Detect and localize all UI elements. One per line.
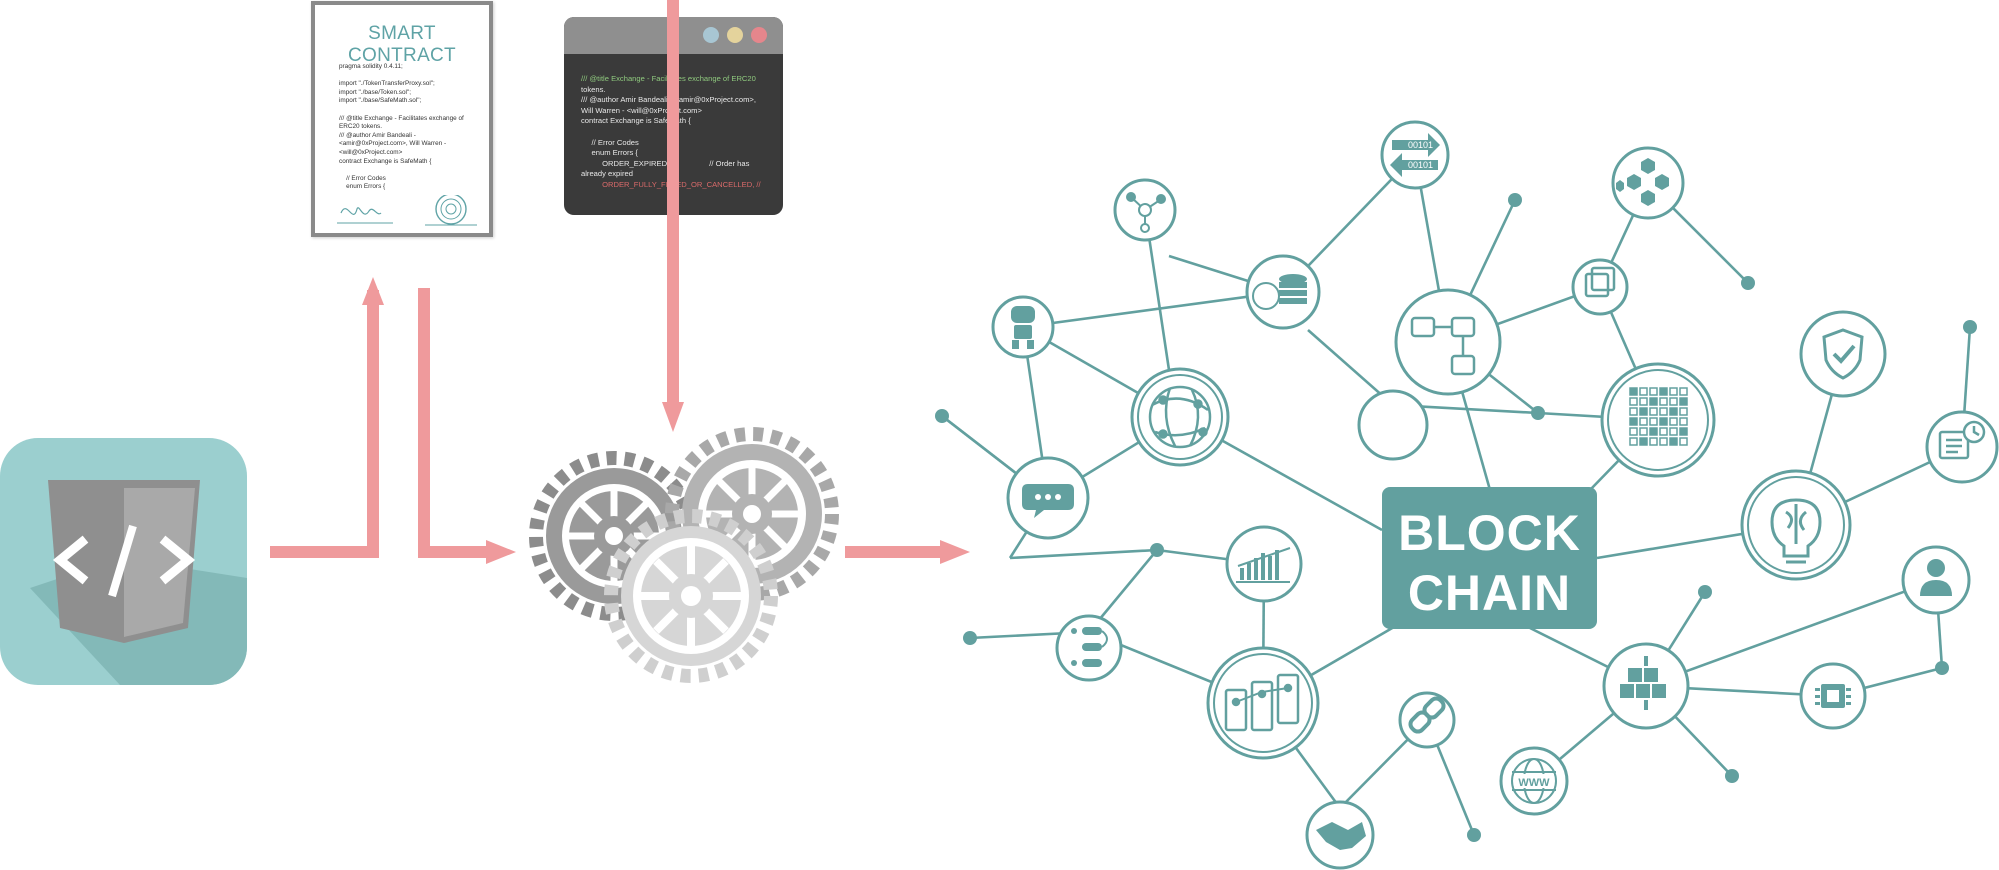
grid-cell: [1679, 437, 1688, 446]
grid-cell: [1639, 397, 1648, 406]
grid-cell: [1669, 387, 1678, 396]
grid-cell: [1639, 417, 1648, 426]
grid-cell: [1659, 407, 1668, 416]
arrowhead-up-icon: [362, 277, 384, 305]
grid-cell: [1659, 417, 1668, 426]
arrowhead-right-icon: [486, 540, 516, 564]
process-list-icon: [1071, 627, 1108, 667]
cubes-icon: [1620, 656, 1666, 710]
grid-cell: [1669, 397, 1678, 406]
link-chain-icon: [1408, 696, 1446, 734]
brain-lightbulb-icon: [1770, 498, 1822, 564]
grid-cell: [1669, 407, 1678, 416]
copy-squares-icon: [1584, 266, 1616, 298]
grid-cell: [1679, 397, 1688, 406]
grid-cell: [1669, 437, 1678, 446]
network-dots: [935, 193, 1977, 842]
blockchain-label-line2: CHAIN: [1407, 565, 1572, 621]
window-dot-icon: [751, 27, 767, 43]
grid-cell: [1629, 437, 1638, 446]
grid-cell: [1639, 437, 1648, 446]
servers-icon: [1224, 673, 1300, 732]
blockchain-label-box: BLOCK CHAIN: [1382, 487, 1597, 629]
database-icon: [1252, 274, 1307, 310]
network-nodes: [991, 120, 1999, 870]
grid-cell: [1679, 417, 1688, 426]
document-clock-icon: [1938, 420, 1986, 460]
grid-cell: [1649, 407, 1658, 416]
growth-chart-icon: [1236, 547, 1291, 583]
contract-title: SMART CONTRACT: [348, 23, 456, 66]
smart-contract-document: SMART CONTRACT pragma solidity 0.4.11; i…: [311, 1, 493, 237]
binary-label-a: 00101: [1408, 140, 1433, 150]
grid-cell: [1629, 387, 1638, 396]
grid-cell: [1649, 387, 1658, 396]
globe-network-icon: [1148, 385, 1212, 449]
robot-icon: [1011, 306, 1035, 349]
code-icon-tile: [0, 438, 247, 685]
signature-seal-icon: [337, 195, 477, 226]
grid-cell: [1629, 427, 1638, 436]
grid-cell: [1639, 387, 1648, 396]
shield-check-icon: [1822, 328, 1864, 380]
grid-cell: [1639, 427, 1648, 436]
window-dot-icon: [703, 27, 719, 43]
grid-cell: [1649, 427, 1658, 436]
gears-icon: [529, 427, 839, 683]
arrowhead-right-icon: [940, 540, 970, 564]
grid-cell: [1669, 427, 1678, 436]
binary-label-b: 00101: [1408, 160, 1433, 170]
www-label: WWW: [1518, 777, 1550, 789]
grid-cell: [1629, 397, 1638, 406]
binary-arrows-icon: [1390, 133, 1440, 177]
hexagon-cluster-icon: [1616, 158, 1669, 206]
chat-bubble-icon: [1022, 484, 1074, 518]
grid-cell: [1679, 427, 1688, 436]
arrowhead-down-icon: [662, 402, 684, 432]
grid-cell: [1639, 407, 1648, 416]
arrow-contract-to-gears: [418, 288, 488, 558]
grid-cell: [1669, 417, 1678, 426]
grid-cell: [1659, 387, 1668, 396]
handshake-icon: [1316, 822, 1366, 850]
user-icon: [1920, 559, 1952, 596]
grid-cell: [1629, 407, 1638, 416]
chip-icon: [1815, 684, 1851, 708]
grid-cell: [1679, 407, 1688, 416]
grid-cell: [1679, 387, 1688, 396]
code-shield-icon: [30, 480, 247, 685]
flow-diagram-icon: [1410, 316, 1476, 376]
grid-cell: [1659, 427, 1668, 436]
contract-code: pragma solidity 0.4.11; import "./TokenT…: [339, 63, 464, 191]
node-icons: 00101 00101: [1011, 133, 1986, 850]
blockchain-label-line1: BLOCK: [1398, 505, 1581, 561]
network-molecule-icon: [1126, 192, 1166, 233]
grid-cells-icon: [1629, 387, 1688, 446]
grid-cell: [1659, 397, 1668, 406]
node-inner-rings: [1137, 369, 1845, 753]
grid-cell: [1649, 397, 1658, 406]
arrow-to-contract: [270, 290, 379, 558]
window-dot-icon: [727, 27, 743, 43]
grid-cell: [1629, 417, 1638, 426]
grid-cell: [1649, 417, 1658, 426]
blockchain-label: BLOCK CHAIN: [1382, 503, 1597, 623]
grid-cell: [1659, 437, 1668, 446]
grid-cell: [1649, 437, 1658, 446]
